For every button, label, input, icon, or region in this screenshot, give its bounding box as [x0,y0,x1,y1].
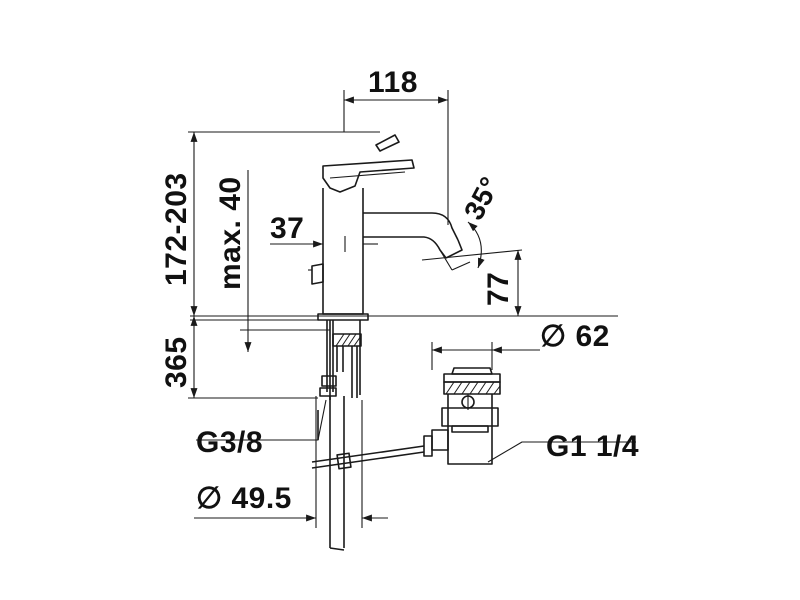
label-waste-thread: G1 1/4 [487,430,639,463]
lift-rod-knob [311,263,324,285]
counter-mounting [190,315,618,551]
faucet-column [322,188,364,315]
dim-mount-depth: 365 [160,316,318,399]
dim-spout-height: 77 [421,249,523,316]
dim-label-365: 365 [160,336,193,388]
spout [363,212,459,259]
dim-label-g1-1-4: G1 1/4 [546,430,639,463]
popup-waste [311,367,501,470]
dim-label-118: 118 [368,66,418,99]
dim-spout-offset: 37 [270,212,378,252]
faucet-body [308,134,471,321]
dim-label-37: 37 [270,212,304,245]
lever-raised-outline [375,134,400,152]
lever-handle [322,159,415,193]
dim-waste-diameter: ∅ 62 [431,320,610,370]
dim-label-g3-8: G3/8 [196,426,263,459]
dim-label-35-deg: 35° [458,172,506,225]
dim-total-height: 172-203 [160,131,380,316]
dim-label-172-203: 172-203 [160,172,193,286]
dim-lift-rod: max. 40 [214,170,330,352]
dim-label-77: 77 [482,272,515,306]
dim-label-diameter-62: ∅ 62 [540,320,610,353]
dim-label-diameter-49-5: ∅ 49.5 [196,482,292,515]
label-supply-thread: G3/8 [196,399,327,459]
dim-label-max-40: max. 40 [214,176,247,290]
dim-hole-diameter: ∅ 49.5 [194,396,388,528]
dim-spout-reach: 118 [343,66,449,225]
